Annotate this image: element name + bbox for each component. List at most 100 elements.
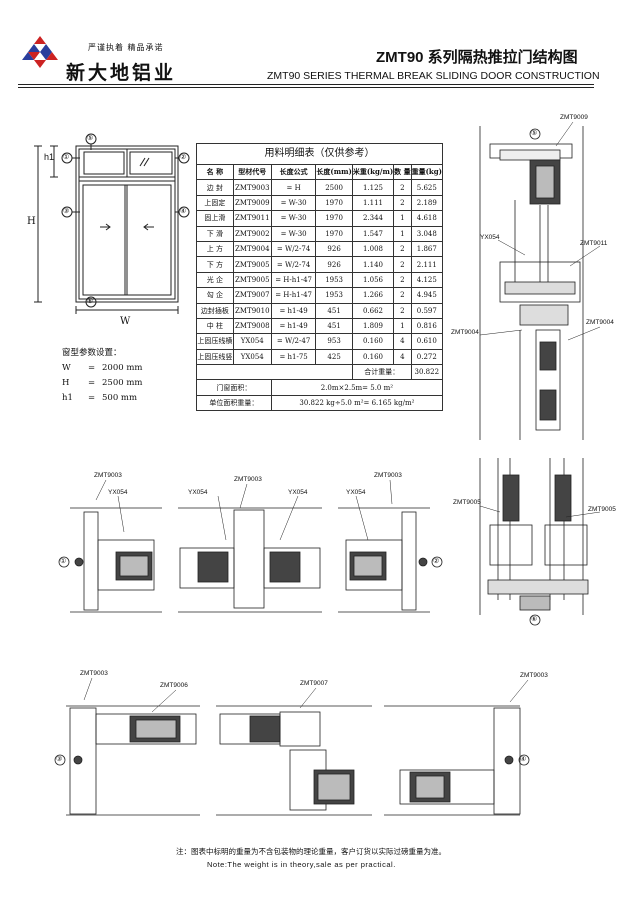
bom-cell: 926: [315, 256, 353, 273]
section-horizontal-middle: [58, 507, 443, 613]
bom-cell: 1: [393, 317, 412, 335]
label-zmt9004-right: ZMT9004: [586, 319, 614, 326]
label-zmt9003-a: ZMT9003: [94, 472, 122, 479]
page-subtitle: ZMT90 SERIES THERMAL BREAK SLIDING DOOR …: [267, 70, 600, 82]
bom-cell: 边 封: [196, 179, 234, 196]
label-zmt9003-c: ZMT9003: [374, 472, 402, 479]
bom-cell: 4: [393, 348, 412, 366]
bom-cell: 上固定: [196, 194, 234, 212]
bom-cell: 上固压线横: [196, 333, 234, 350]
leader-lines: [83, 121, 601, 713]
bom-cell: 1: [393, 225, 412, 242]
bom-cell: 1.056: [351, 271, 395, 289]
bom-cell: 1970: [315, 225, 353, 242]
label-zmt9009: ZMT9009: [560, 114, 588, 121]
label-yx054-top: YX054: [480, 234, 500, 241]
bom-cell: 中 柱: [196, 317, 234, 335]
bom-cell: 下 滑: [196, 225, 234, 242]
company-name: 新大地铝业: [66, 62, 177, 84]
bom-cell: = W/2-74: [270, 256, 317, 273]
label-zmt9003-d: ZMT9003: [80, 670, 108, 677]
bom-cell: 4: [393, 333, 412, 350]
bom-cell: 0.610: [410, 333, 444, 350]
marker-6: ⑥: [87, 298, 94, 305]
bom-cell: ZMT9003: [232, 179, 272, 196]
bom-cell: 0.160: [351, 348, 395, 366]
param-row: W=2000 mm: [62, 363, 143, 373]
marker-3-section: ③: [56, 756, 63, 763]
bom-cell: ZMT9004: [232, 240, 272, 258]
bom-unit-weight-row: 单位面积重量： 30.822 kg÷5.0 m²= 6.165 kg/m²: [196, 394, 444, 412]
params-block: 窗型参数设置： W=2000 mm H=2500 mm h1=500 mm: [62, 346, 142, 406]
bom-cell: 1970: [315, 194, 353, 212]
bom-cell: ZMT9008: [232, 317, 272, 335]
bom-cell: ZMT9005: [232, 256, 272, 273]
header-divider: [18, 84, 594, 85]
company-slogan: 严谨执着 精品承诺: [88, 43, 164, 52]
bom-cell: 2.111: [410, 256, 444, 273]
bom-cell: 451: [315, 317, 353, 335]
param-row: H=2500 mm: [62, 378, 143, 388]
bom-cell: 0.272: [410, 348, 444, 366]
bom-cell: 2: [393, 194, 412, 212]
bom-cell: 1970: [315, 210, 353, 227]
bom-cell: ZMT9002: [232, 225, 272, 242]
label-zmt9005-left: ZMT9005: [453, 499, 481, 506]
bom-header-row: 名 称 型材代号 长度公式 长度(mm) 米重(kg/m) 数 量 重量(kg): [196, 163, 444, 181]
bom-cell: 2: [393, 302, 412, 319]
bom-cell: ZMT9007: [232, 287, 272, 304]
bom-cell: 953: [315, 333, 353, 350]
bom-cell: = h1-75: [270, 348, 317, 366]
bom-cell: 3.048: [410, 225, 444, 242]
dim-W-label: W: [120, 316, 131, 327]
bom-cell: 4.945: [410, 287, 444, 304]
bom-cell: 0.816: [410, 317, 444, 335]
bom-cell: 0.597: [410, 302, 444, 319]
label-zmt9006: ZMT9006: [160, 682, 188, 689]
section-vertical-top: [479, 126, 584, 626]
bom-cell: 1.008: [351, 240, 395, 258]
bom-cell: 4.618: [410, 210, 444, 227]
bom-table: 用料明细表（仅供参考） 名 称 型材代号 长度公式 长度(mm) 米重(kg/m…: [196, 143, 444, 412]
company-logo: [22, 36, 58, 68]
params-title: 窗型参数设置：: [62, 348, 122, 358]
marker-4-section: ④: [520, 756, 527, 763]
bom-cell: 2.344: [351, 210, 395, 227]
bom-cell: 1953: [315, 287, 353, 304]
label-yx054-c: YX054: [288, 489, 308, 496]
marker-2-section: ②: [433, 558, 440, 565]
bom-cell: = W-30: [270, 210, 317, 227]
label-yx054-d: YX054: [346, 489, 366, 496]
note-en: Note:The weight is in theory,sale as per…: [207, 860, 396, 869]
bom-cell: = W/2-74: [270, 240, 317, 258]
page-title: ZMT90 系列隔热推拉门结构图: [376, 49, 578, 66]
label-zmt9005-right: ZMT9005: [588, 506, 616, 513]
bom-cell: 光 企: [196, 271, 234, 289]
bom-cell: 2500: [315, 179, 353, 196]
bom-cell: ZMT9010: [232, 302, 272, 319]
bom-cell: 425: [315, 348, 353, 366]
bom-cell: 5.625: [410, 179, 444, 196]
marker-1: ①: [63, 154, 70, 161]
bom-cell: 926: [315, 240, 353, 258]
bom-cell: 2: [393, 240, 412, 258]
label-yx054-a: YX054: [108, 489, 128, 496]
bom-area-row: 门窗面积： 2.0m×2.5m= 5.0 m²: [196, 379, 444, 396]
bom-cell: 1953: [315, 271, 353, 289]
bom-cell: 1.140: [351, 256, 395, 273]
door-elevation: [34, 133, 190, 314]
marker-1-section: ①: [60, 558, 67, 565]
bom-cell: 1.125: [351, 179, 395, 196]
bom-cell: 2.189: [410, 194, 444, 212]
marker-3: ③: [63, 208, 70, 215]
